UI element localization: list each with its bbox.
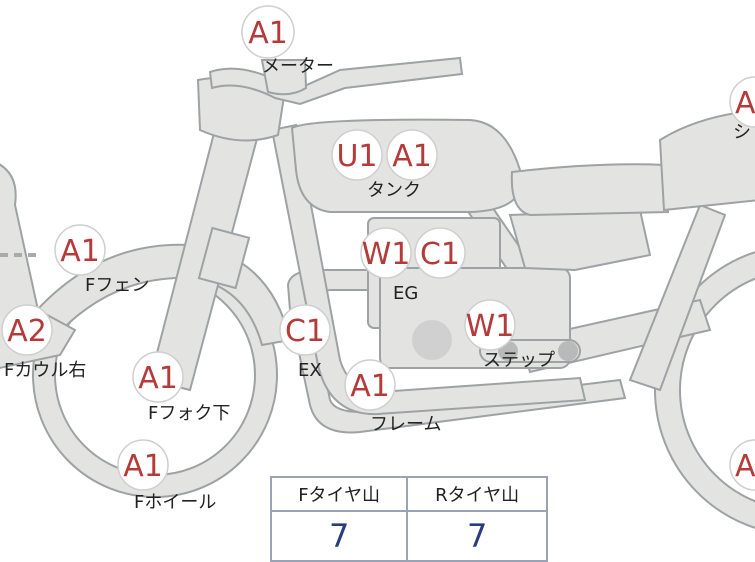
label-frame: フレーム <box>370 414 441 435</box>
rear-frame-shape <box>628 203 727 392</box>
label-step: ステップ <box>483 350 555 371</box>
svg-text:A1: A1 <box>138 361 178 396</box>
svg-text:A2: A2 <box>7 314 47 349</box>
badge-step[interactable]: W1 <box>464 299 516 351</box>
label-tank: タンク <box>367 180 421 201</box>
badge-ex[interactable]: C1 <box>279 304 331 356</box>
label-f-wheel: Fホイール <box>134 492 216 513</box>
svg-text:A1: A1 <box>350 369 390 404</box>
svg-text:A1: A1 <box>123 449 163 484</box>
svg-text:A1: A1 <box>60 234 100 269</box>
badge-frame[interactable]: A1 <box>344 359 396 411</box>
badge-eg-w[interactable]: W1 <box>360 227 412 279</box>
front-tire-value: 7 <box>269 510 409 562</box>
svg-text:A1: A1 <box>392 139 432 174</box>
badge-f-cowl[interactable]: A2 <box>1 304 53 356</box>
seat-shape <box>510 163 670 217</box>
svg-text:W1: W1 <box>466 309 515 344</box>
tire-tread-table: Fタイヤ山 Rタイヤ山 7 7 <box>269 476 548 562</box>
label-eg: EG <box>393 283 418 304</box>
svg-text:U1: U1 <box>336 139 377 174</box>
badge-f-fork[interactable]: A1 <box>132 351 184 403</box>
svg-text:A: A <box>735 86 755 121</box>
badge-eg-c[interactable]: C1 <box>414 227 466 279</box>
badge-tank-a[interactable]: A1 <box>386 129 438 181</box>
svg-text:A1: A1 <box>248 16 288 51</box>
fork-lower-shape <box>197 226 251 290</box>
label-seat: シ <box>733 122 751 143</box>
label-f-cowl: Fカウル右 <box>4 360 86 381</box>
rear-tire-header: Rタイヤ山 <box>406 476 548 512</box>
tire-table-header-row: Fタイヤ山 Rタイヤ山 <box>269 476 548 512</box>
label-f-fender: Fフェン <box>85 275 149 296</box>
label-ex: EX <box>298 360 322 381</box>
meter-shape <box>260 59 308 96</box>
badge-f-wheel[interactable]: A1 <box>117 439 169 491</box>
tire-table-value-row: 7 7 <box>269 510 548 562</box>
front-tire-header: Fタイヤ山 <box>269 476 409 512</box>
side-cover-shape <box>508 208 652 272</box>
badge-seat[interactable]: A <box>729 76 755 128</box>
badge-f-fender[interactable]: A1 <box>54 224 106 276</box>
badge-meter[interactable]: A1 <box>241 5 295 59</box>
label-meter: メーター <box>262 56 334 77</box>
svg-text:A: A <box>735 449 755 484</box>
badge-tank-u[interactable]: U1 <box>331 129 383 181</box>
rear-tire-value: 7 <box>406 510 548 562</box>
svg-text:W1: W1 <box>362 237 411 272</box>
tail-cowl-shape <box>658 109 755 212</box>
svg-text:C1: C1 <box>420 237 460 272</box>
badge-rear[interactable]: A <box>729 439 755 491</box>
svg-text:C1: C1 <box>285 314 325 349</box>
label-f-fork: Fフォク下 <box>148 403 230 424</box>
